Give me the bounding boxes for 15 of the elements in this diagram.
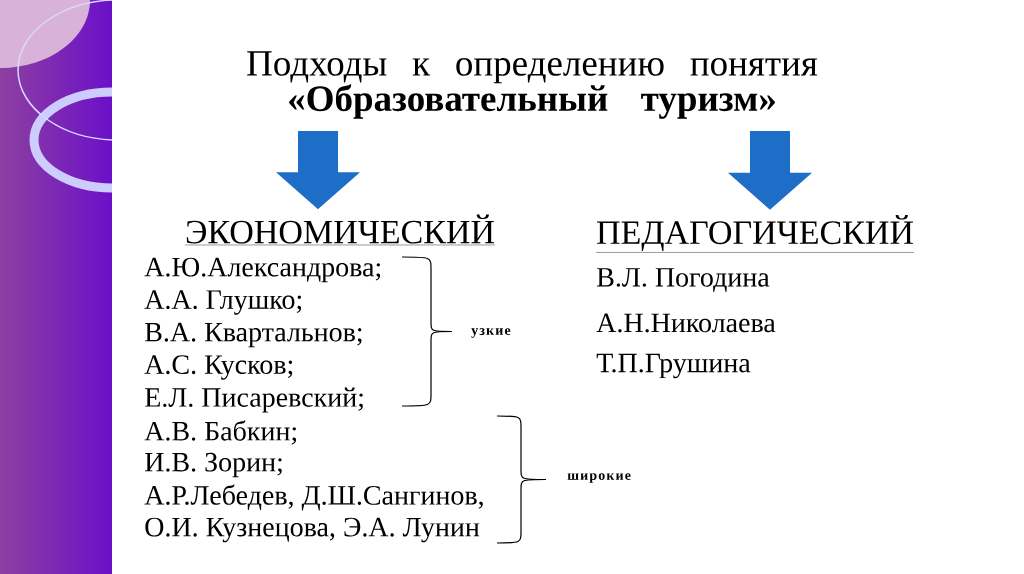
author-name: А.А. Глушко; (144, 290, 302, 315)
category-heading: ЭКОНОМИЧЕСКИЙ (184, 214, 496, 246)
author-name: Е.Л. Писаревский; (145, 387, 363, 413)
author-name: В.А. Квартальнов; (145, 322, 362, 348)
title-text: Подходы к определению понятия «Образовательный туризм» (247, 51, 818, 119)
author-name: А.В. Бабкин; (144, 420, 297, 445)
author-name: О.И. Кузнецова, Э.А. Лунин (145, 517, 480, 543)
author-name: А.Н.Николаева (596, 313, 776, 333)
group-label: узкие (471, 328, 511, 338)
author-name: А.Р.Лебедев, Д.Ш.Сангинов, (144, 484, 483, 511)
author-name: И.В. Зорин; (145, 452, 282, 478)
category-heading: ПЕДАГОГИЧЕСКИЙ (595, 214, 915, 253)
author-name: Т.П.Грушина (596, 353, 751, 379)
author-name: А.С. Кусков; (144, 355, 293, 380)
group-label: широкие (567, 473, 631, 483)
